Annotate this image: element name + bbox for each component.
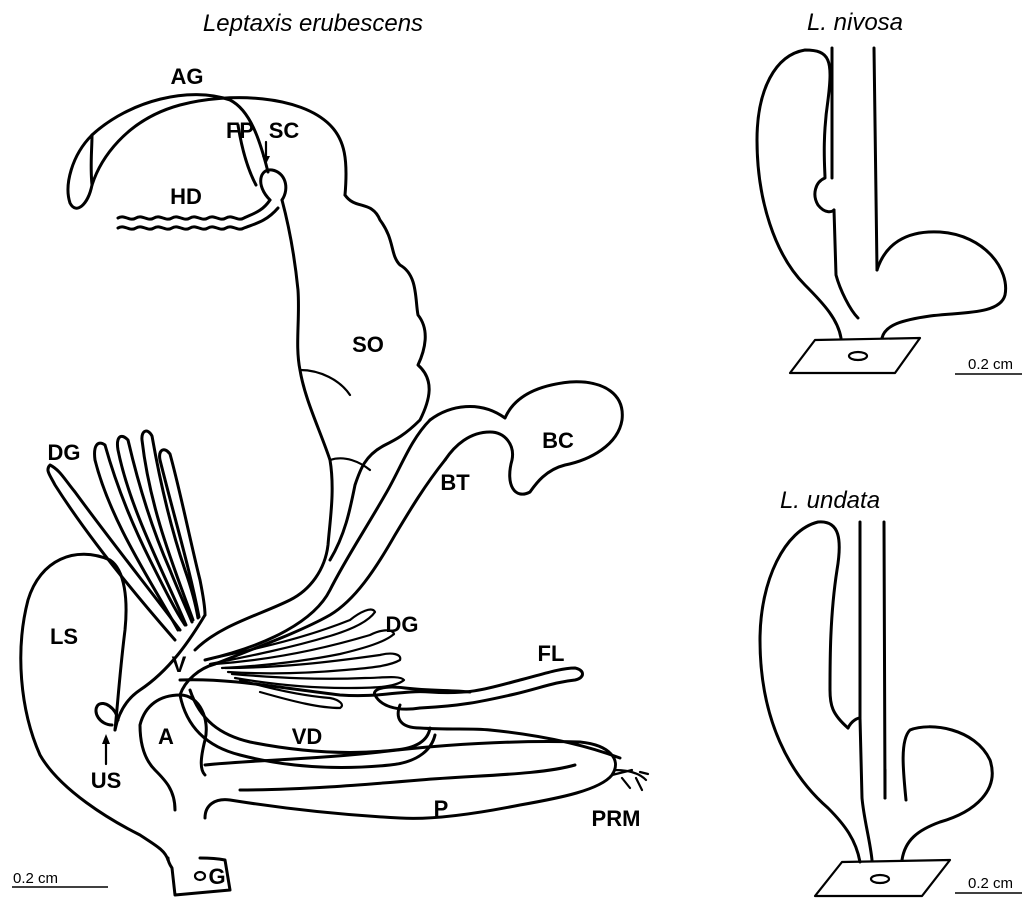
label-A: A — [158, 724, 174, 749]
label-SC: SC — [269, 118, 300, 143]
digitiform-gland-upper-1 — [48, 465, 180, 640]
l-nivosa-drawing: L. nivosa 0.2 cm — [757, 9, 1022, 374]
talon — [261, 170, 286, 200]
penial-retractor-muscle — [612, 770, 648, 790]
label-FP: FP — [226, 118, 254, 143]
label-FL: FL — [538, 641, 565, 666]
label-BT: BT — [440, 470, 470, 495]
penis — [205, 730, 620, 818]
l-undata-pore — [871, 875, 889, 883]
label-DG-lower: DG — [386, 612, 419, 637]
l-undata-dart-sac — [760, 522, 860, 862]
scale-label-top-right: 0.2 cm — [968, 356, 1013, 373]
l-nivosa-duct-2 — [834, 210, 858, 318]
albumen-gland-inner — [91, 135, 92, 185]
l-nivosa-dart-sac — [757, 50, 841, 338]
label-DG-upper: DG — [48, 440, 81, 465]
label-US: US — [91, 768, 122, 793]
scale-label-bottom-right: 0.2 cm — [968, 875, 1013, 892]
spermoviduct-fold-1 — [300, 370, 350, 395]
l-nivosa-pore — [849, 352, 867, 360]
l-undata-pore-plate — [815, 860, 950, 896]
label-P: P — [434, 796, 449, 821]
leptaxis-erubescens-drawing: Leptaxis erubescens — [12, 10, 648, 895]
digitiform-gland-lower-3 — [225, 654, 400, 674]
l-undata-gland — [885, 727, 992, 860]
label-SO: SO — [352, 332, 384, 357]
love-dart-sac — [21, 554, 168, 860]
label-HD: HD — [170, 184, 202, 209]
l-undata-drawing: L. undata 0.2 cm — [760, 487, 1022, 896]
label-VD: VD — [292, 724, 323, 749]
label-PRM: PRM — [592, 806, 641, 831]
label-BC: BC — [542, 428, 574, 453]
atrium — [140, 695, 206, 810]
label-V: V — [172, 652, 187, 677]
title-l-nivosa: L. nivosa — [807, 9, 903, 36]
main-title: Leptaxis erubescens — [203, 10, 423, 37]
albumen-gland — [68, 95, 346, 209]
l-nivosa-gland — [877, 232, 1006, 338]
title-l-undata: L. undata — [780, 487, 880, 514]
us-arrow-head — [102, 734, 110, 744]
label-G: G — [208, 864, 225, 889]
l-nivosa-pore-plate — [790, 338, 920, 373]
scale-label-main: 0.2 cm — [13, 870, 58, 887]
spermoviduct — [195, 195, 429, 650]
label-AG: AG — [171, 64, 204, 89]
l-nivosa-duct-1 — [874, 48, 877, 270]
sc-arrow-head — [262, 156, 270, 164]
genital-pore-opening — [195, 872, 205, 880]
l-undata-duct-1 — [884, 522, 885, 798]
label-LS: LS — [50, 624, 78, 649]
digitiform-gland-lower-1 — [205, 610, 375, 664]
